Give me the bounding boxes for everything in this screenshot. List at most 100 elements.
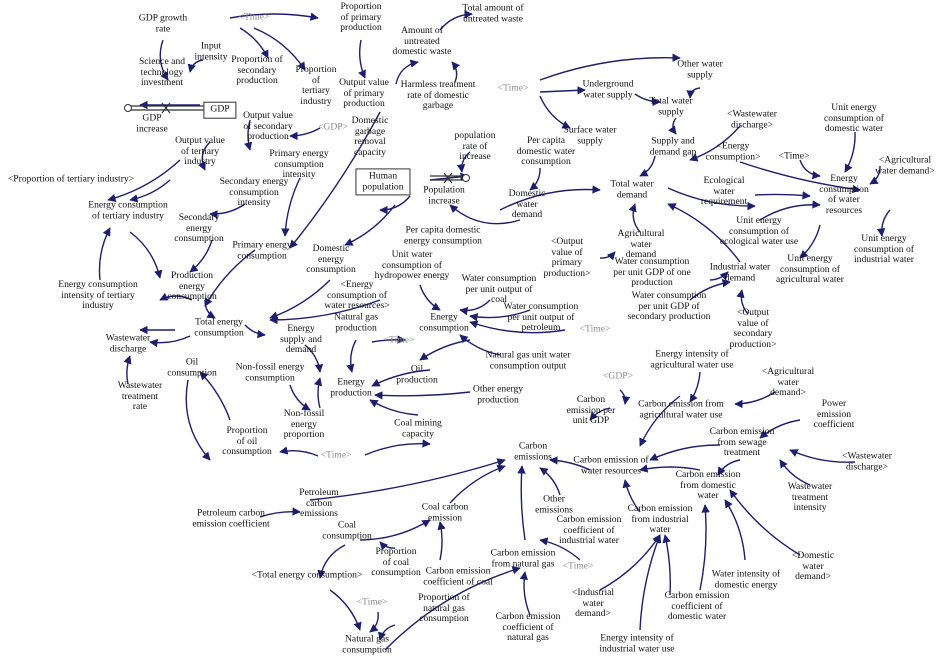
non-fossil-energy-consumption: Non-fossil energy consumption xyxy=(235,361,305,383)
primary-energy-consumption: Primary energy consumption xyxy=(232,239,292,261)
causal-link xyxy=(149,335,191,348)
carbon-natural-gas: Carbon emission from natural gas xyxy=(490,547,556,569)
causal-link xyxy=(437,521,446,561)
time-shadow-top: <Time> xyxy=(238,11,270,23)
causal-link xyxy=(519,571,531,616)
primary-energy-intensity: Primary energy consumption intensity xyxy=(269,148,329,181)
carbon-agricultural-water: Carbon emission from agricultural water … xyxy=(638,398,724,420)
gdp-growth-rate: GDP growth rate xyxy=(138,12,188,34)
gdp-shadow-2: <GDP> xyxy=(602,370,634,382)
agricultural-water-demand-shadow: <Agricultural water demand> xyxy=(761,366,815,399)
petroleum-carbon-emissions: Petroleum carbon emissions xyxy=(299,487,339,520)
domestic-energy-consumption: Domestic energy consumption xyxy=(306,243,356,276)
energy-production: Energy production xyxy=(330,376,372,398)
water-output-coal: Water consumption per unit output of coa… xyxy=(461,273,537,306)
time-shadow-right: <Time> xyxy=(778,150,810,162)
causal-link xyxy=(344,204,396,246)
proportion-secondary-production: Proportion of secondary production xyxy=(231,54,283,87)
wastewater-discharge-shadow-2: <Wastewater discharge> xyxy=(842,450,892,472)
causal-link xyxy=(449,464,506,504)
natural-gas-production: Natural gas production xyxy=(334,311,378,333)
unit-water-hydropower: Unit water consumption of hydropower ene… xyxy=(374,249,450,282)
total-untreated-waste: Total amount of untreated waste xyxy=(462,2,524,24)
per-capita-domestic-energy: Per capita domestic energy consumption xyxy=(404,224,482,246)
causal-link xyxy=(639,155,656,177)
underground-water-supply: Underground water supply xyxy=(582,78,634,100)
carbon-emission-per-gdp: Carbon emission per unit GDP xyxy=(566,394,616,427)
natural-gas-consumption: Natural gas consumption xyxy=(342,633,392,655)
causal-link xyxy=(129,231,163,279)
population-increase: Population increase xyxy=(423,184,465,206)
causal-link xyxy=(346,339,357,373)
proportion-oil-consumption: Proportion of oil consumption xyxy=(222,425,272,458)
carbon-water-resources: Carbon emission of water resources xyxy=(573,454,649,476)
surface-water-supply: Surface water supply xyxy=(563,124,617,146)
wastewater-treatment-rate: Wastewater treatment rate xyxy=(117,380,163,413)
causal-link xyxy=(98,227,111,281)
carbon-coefficient-domestic-water: Carbon emission coefficient of domestic … xyxy=(664,590,730,623)
natural-gas-unit-water: Natural gas unit water consumption outpu… xyxy=(485,349,571,371)
domestic-water-demand-shadow: <Domestic water demand> xyxy=(791,550,835,583)
gdp-stock: GDP xyxy=(203,101,237,119)
proportion-primary-production: Proportion of primary production xyxy=(340,1,382,34)
total-energy-consumption-shadow: <Total energy consumption> xyxy=(251,569,363,581)
harmless-treatment-rate: Harmless treatment rate of domestic garb… xyxy=(400,79,476,112)
carbon-emissions: Carbon emissions xyxy=(514,440,552,462)
non-fossil-energy-proportion: Non-fossil energy proportion xyxy=(283,408,325,441)
energy-consumption: Energy consumption xyxy=(419,311,469,333)
water-output-petroleum: Water consumption per unit output of pet… xyxy=(503,301,579,334)
supply-demand-gap: Supply and demand gap xyxy=(649,135,697,157)
production-energy-consumption: Production energy consumption xyxy=(167,270,217,303)
energy-intensity-industrial-water: Energy intensity of industrial water use xyxy=(599,632,675,654)
energy-consumption-tertiary: Energy consumption of tertiary industry xyxy=(88,199,168,221)
coal-carbon-emission: Coal carbon emission xyxy=(421,501,469,523)
causal-link xyxy=(329,589,362,631)
carbon-sewage-treatment: Carbon emission from sewage treatment xyxy=(709,426,775,459)
gdp-flow-pipe xyxy=(124,102,204,114)
water-per-gdp-secondary: Water consumption per unit GDP of second… xyxy=(627,290,711,323)
causal-link xyxy=(724,499,746,561)
causal-link xyxy=(269,279,331,320)
agricultural-water-demand-shadow-top: <Agricultural water demand> xyxy=(875,154,935,176)
total-water-supply: Total water supply xyxy=(649,95,693,117)
domestic-garbage-removal: Domestic garbage removal capacity xyxy=(351,114,389,158)
carbon-industrial-water: Carbon emission from industrial water xyxy=(627,503,693,536)
time-shadow-center: <Time> xyxy=(383,334,415,346)
causal-link xyxy=(289,127,321,141)
energy-consumption-water-resources: Energy consumption of water resources xyxy=(819,172,869,216)
causal-link xyxy=(529,167,541,191)
time-shadow-bottom-mid: <Time> xyxy=(562,560,594,572)
time-shadow-bottom: <Time> xyxy=(356,596,388,608)
unit-energy-agricultural-water: Unit energy consumption of agricultural … xyxy=(776,253,844,286)
causal-link xyxy=(419,339,471,361)
wastewater-discharge-shadow: <Wastewater discharge> xyxy=(727,108,777,130)
other-water-supply: Other water supply xyxy=(677,58,723,80)
causal-link xyxy=(539,86,586,95)
causal-link xyxy=(309,458,506,501)
causal-link xyxy=(517,465,526,541)
causal-link xyxy=(619,389,631,405)
causal-link xyxy=(539,95,571,129)
total-water-demand: Total water demand xyxy=(610,178,654,200)
unit-energy-industrial-water: Unit energy consumption of industrial wa… xyxy=(854,233,914,266)
proportion-tertiary-shadow: <Proportion of tertiary industry> xyxy=(7,173,135,185)
coal-consumption: Coal consumption xyxy=(322,519,372,541)
causal-link xyxy=(429,172,469,181)
domestic-water-demand: Domestic water demand xyxy=(508,188,546,221)
causal-link xyxy=(199,371,231,421)
wastewater-treatment-intensity: Wastewater treatment intensity xyxy=(787,481,833,514)
energy-consumption-shadow: <Energy consumption> xyxy=(705,140,761,162)
proportion-tertiary-industry: Proportion of tertiary industry xyxy=(295,63,337,107)
input-intensity: Input intensity xyxy=(194,40,228,62)
causal-link xyxy=(539,467,561,496)
causal-link xyxy=(289,384,311,411)
population-flow-pipe xyxy=(430,172,470,184)
carbon-coefficient-coal: Carbon emission coefficient of coal xyxy=(423,565,493,587)
population-rate-increase: population rate of increase xyxy=(454,130,496,163)
output-secondary-production: Output value of secondary production xyxy=(243,110,293,143)
causal-link xyxy=(379,195,411,215)
per-capita-domestic-water: Per capita domestic water consumption xyxy=(516,135,576,168)
causal-link xyxy=(244,324,266,339)
industrial-water-demand: Industrial water demand xyxy=(709,261,771,283)
